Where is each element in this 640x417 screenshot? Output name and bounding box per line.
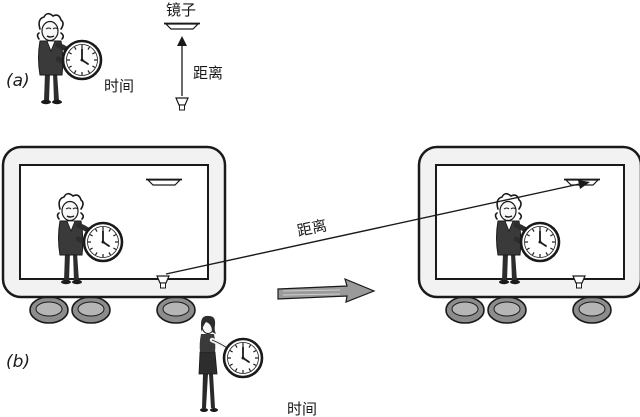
clock-icon	[222, 337, 264, 379]
clock-icon	[519, 221, 561, 263]
mirror-icon	[163, 22, 201, 30]
distance-label-a: 距离	[193, 64, 223, 82]
distance-arrow-a	[177, 36, 187, 96]
mirror-icon	[145, 178, 183, 186]
time-label-a: 时间	[104, 77, 134, 95]
car-right	[417, 145, 640, 324]
mirror-label: 镜子	[166, 1, 196, 19]
clock-icon	[61, 39, 103, 81]
distance-label-b: 距离	[295, 216, 328, 240]
car-left	[1, 145, 227, 324]
motion-arrow-icon	[277, 277, 376, 303]
light-source-icon	[175, 97, 189, 111]
light-path	[165, 180, 590, 275]
time-label-b: 时间	[287, 400, 317, 417]
panel-a: (a) 时间 镜子 距离	[6, 1, 223, 111]
panel-b: (b)	[1, 145, 640, 417]
clock-icon	[82, 221, 124, 263]
panel-a-label: (a)	[6, 71, 30, 91]
panel-b-label: (b)	[6, 352, 30, 372]
